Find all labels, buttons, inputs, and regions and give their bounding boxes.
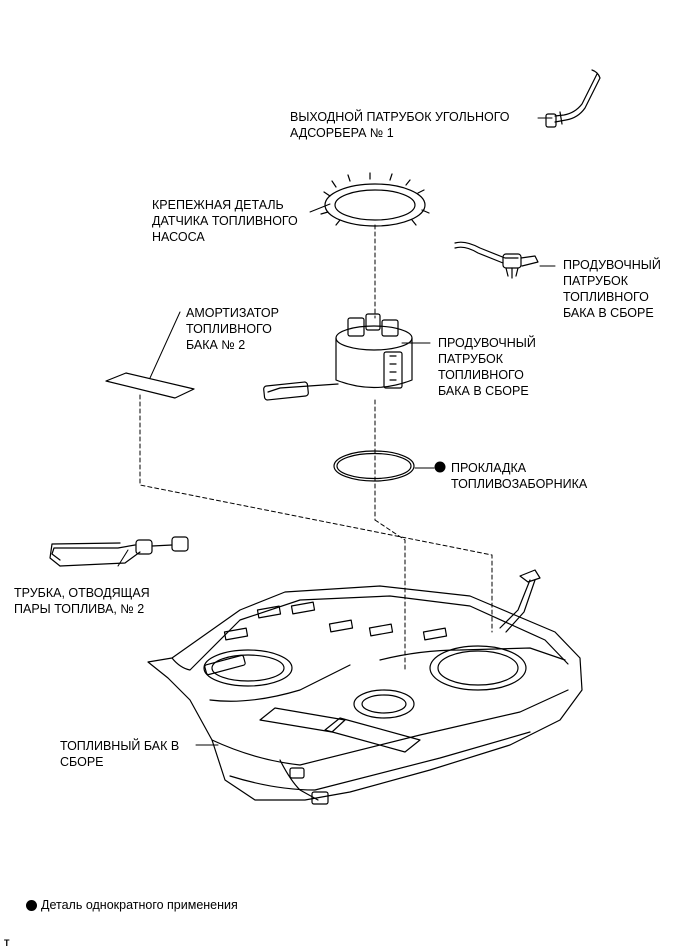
retainer-ring-part [320,172,430,227]
cushion-part [105,372,195,399]
bullet-dot-icon [26,899,37,911]
legend: Деталь однократного применения [26,898,238,912]
fuel-tank-part [147,569,583,805]
corner-mark: T [4,938,10,948]
non-reusable-marker [434,461,446,473]
label-fuel-tank: ТОПЛИВНЫЙ БАК В СБОРЕ [60,739,180,769]
label-cushion: АМОРТИЗАТОР ТОПЛИВНОГО БАКА № 2 [186,306,279,352]
label-vent-pipe-right: ПРОДУВОЧНЫЙ ПАТРУБОК ТОПЛИВНОГО БАКА В С… [563,258,661,320]
canister-outlet-pipe-part [545,69,601,128]
fuel-pump-assembly-part [263,313,413,401]
vapor-tube-part [49,536,189,567]
label-retainer: КРЕПЕЖНАЯ ДЕТАЛЬ ДАТЧИКА ТОПЛИВНОГО НАСО… [152,198,298,244]
label-canister-outlet-pipe: ВЫХОДНОЙ ПАТРУБОК УГОЛЬНОГО АДСОРБЕРА № … [290,110,510,140]
gasket-part [333,450,415,482]
assembly-dashed-lines [139,224,493,671]
vent-pipe-right-part [454,241,539,279]
legend-text: Деталь однократного применения [41,898,238,912]
label-vent-pipe-center: ПРОДУВОЧНЫЙ ПАТРУБОК ТОПЛИВНОГО БАКА В С… [438,336,536,398]
label-gasket: ПРОКЛАДКА ТОПЛИВОЗАБОРНИКА [451,461,588,491]
label-vapor-tube: ТРУБКА, ОТВОДЯЩАЯ ПАРЫ ТОПЛИВА, № 2 [14,586,150,616]
